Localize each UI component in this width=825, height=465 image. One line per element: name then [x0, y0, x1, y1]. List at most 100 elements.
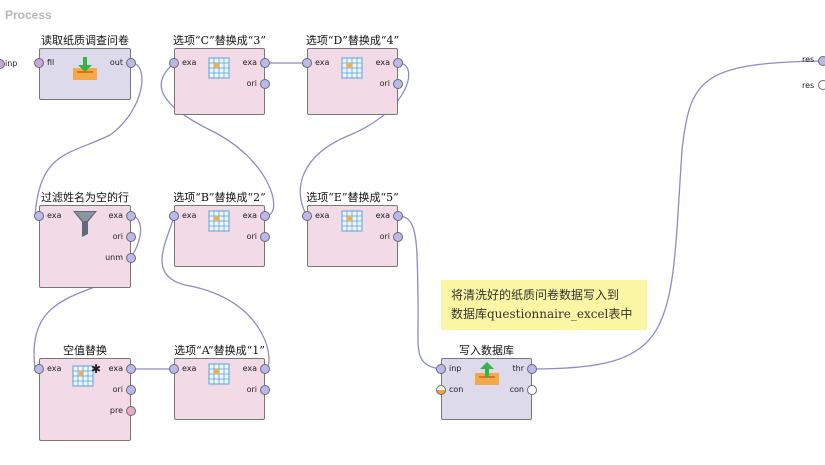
operator-label: 写入数据库 [459, 344, 514, 357]
output-port-exa[interactable] [260, 211, 270, 221]
port-label: exa [242, 58, 257, 67]
input-port-exa[interactable] [34, 211, 44, 221]
port-label: exa [182, 364, 197, 373]
port-label: exa [108, 364, 123, 373]
port-label: ori [246, 232, 257, 241]
port-label: ori [379, 232, 390, 241]
process-result-port-1[interactable] [818, 56, 825, 66]
operator-write-database[interactable]: 写入数据库 inp con thr con [436, 344, 537, 420]
input-port-fil[interactable] [34, 58, 44, 68]
input-port-exa[interactable] [34, 364, 44, 374]
operator-replace-e[interactable]: 选项“E”替换成“5” exa exa ori [302, 191, 403, 267]
output-port-exa[interactable] [126, 364, 136, 374]
port-label: exa [375, 58, 390, 67]
port-label: exa [242, 211, 257, 220]
port-label: ori [246, 79, 257, 88]
table-replace-icon [208, 363, 230, 385]
output-port-ori[interactable] [393, 79, 403, 89]
wire-b-to-c [160, 62, 275, 217]
output-port-ori[interactable] [260, 385, 270, 395]
output-port-thr[interactable] [527, 364, 537, 374]
table-replace-icon [341, 57, 363, 79]
output-port-exa[interactable] [126, 211, 136, 221]
port-label: ori [379, 79, 390, 88]
port-label: exa [182, 211, 197, 220]
operator-replace-a[interactable]: 选项“A”替换成“1” exa exa ori [169, 344, 270, 420]
port-label: exa [375, 211, 390, 220]
port-label: pre [109, 406, 123, 415]
output-port-con[interactable] [527, 385, 537, 395]
output-port-exa[interactable] [393, 58, 403, 68]
port-label: ori [112, 232, 123, 241]
port-label: inp [449, 364, 462, 373]
port-label: ori [246, 385, 257, 394]
port-label: con [449, 385, 464, 394]
output-port-exa[interactable] [260, 58, 270, 68]
read-download-icon [73, 57, 97, 80]
table-replace-icon [341, 210, 363, 232]
process-result-label-1: res [802, 55, 815, 64]
input-port-inp[interactable] [436, 364, 446, 374]
process-note[interactable]: 将清洗好的纸质问卷数据写入到 数据库questionnaire_excel表中 [441, 280, 647, 330]
output-port-unm[interactable] [126, 253, 136, 263]
output-port-exa[interactable] [260, 364, 270, 374]
wire-write-to-res [531, 60, 821, 370]
input-port-exa[interactable] [169, 211, 179, 221]
missing-replace-icon: ✱ [72, 363, 100, 387]
operator-label: 选项“D”替换成“4” [305, 34, 400, 47]
input-port-exa[interactable] [169, 58, 179, 68]
input-port-con[interactable] [436, 385, 446, 395]
operator-read-paper-survey[interactable]: 读取纸质调查问卷 fil out [34, 34, 136, 100]
port-label: fil [47, 58, 55, 67]
operator-label: 选项“B”替换成“2” [173, 191, 266, 204]
port-label: exa [315, 58, 330, 67]
operator-replace-b[interactable]: 选项“B”替换成“2” exa exa ori [169, 191, 270, 267]
process-input-label: inp [5, 59, 18, 68]
note-line-2: 数据库questionnaire_excel表中 [451, 307, 633, 321]
operator-replace-missing[interactable]: 空值替换 exa exa ori pre ✱ [34, 344, 136, 441]
process-result-port-2[interactable] [818, 80, 825, 90]
port-label: unm [105, 253, 123, 262]
port-label: exa [108, 211, 123, 220]
operator-label: 空值替换 [63, 344, 107, 357]
table-replace-icon [208, 57, 230, 79]
output-port-ori[interactable] [126, 232, 136, 242]
filter-funnel-icon [73, 211, 97, 237]
port-label: thr [512, 364, 525, 373]
table-replace-icon [208, 210, 230, 232]
input-port-exa[interactable] [302, 58, 312, 68]
process-title: Process [5, 8, 52, 22]
wire-d-to-e [299, 62, 410, 217]
port-label: con [509, 385, 524, 394]
wire-e-to-write [397, 215, 442, 370]
wire-read-to-filter [34, 62, 143, 217]
output-port-exa[interactable] [393, 211, 403, 221]
port-label: ori [112, 385, 123, 394]
operator-label: 选项“A”替换成“1” [174, 344, 265, 357]
output-port-ori[interactable] [260, 232, 270, 242]
operator-filter-empty-names[interactable]: 过滤姓名为空的行 exa exa ori unm [34, 191, 136, 288]
operator-label: 过滤姓名为空的行 [41, 191, 129, 204]
port-label: exa [242, 364, 257, 373]
operator-label: 读取纸质调查问卷 [41, 34, 129, 47]
operator-label: 选项“E”替换成“5” [306, 191, 399, 204]
output-port-pre[interactable] [126, 406, 136, 416]
wire-a-to-b [161, 215, 270, 370]
note-line-1: 将清洗好的纸质问卷数据写入到 [451, 288, 620, 302]
input-port-exa[interactable] [302, 211, 312, 221]
process-result-label-2: res [802, 81, 815, 90]
port-label: exa [315, 211, 330, 220]
output-port-ori[interactable] [393, 232, 403, 242]
output-port-out[interactable] [126, 58, 136, 68]
input-port-exa[interactable] [169, 364, 179, 374]
port-label: exa [47, 211, 62, 220]
operator-replace-d[interactable]: 选项“D”替换成“4” exa exa ori [302, 34, 403, 115]
operator-replace-c[interactable]: 选项“C”替换成“3” exa exa ori [169, 34, 270, 115]
output-port-ori[interactable] [260, 79, 270, 89]
output-port-ori[interactable] [126, 385, 136, 395]
operator-label: 选项“C”替换成“3” [173, 34, 266, 47]
port-label: exa [47, 364, 62, 373]
port-label: exa [182, 58, 197, 67]
port-label: out [109, 58, 123, 67]
